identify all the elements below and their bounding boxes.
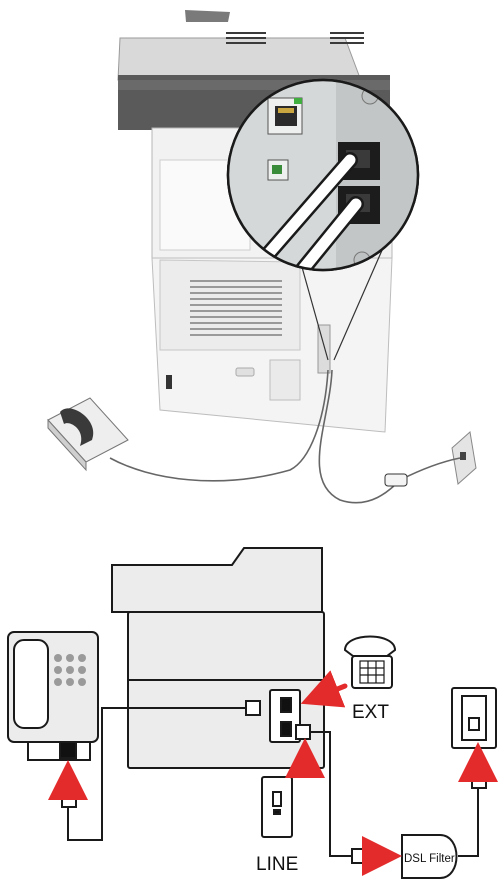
ext-label: EXT bbox=[352, 702, 389, 723]
connection-diagram bbox=[7, 547, 497, 879]
dsl-filter-label: DSL Filter bbox=[404, 853, 455, 865]
arrow-ext-to-port bbox=[300, 670, 348, 708]
line-label: LINE bbox=[256, 854, 298, 875]
printer-top bbox=[111, 547, 323, 613]
dsl-filter-photo bbox=[384, 473, 408, 487]
wall-jack-photo bbox=[451, 431, 477, 485]
connection-arrows bbox=[48, 670, 498, 876]
telephone-photo bbox=[47, 397, 129, 472]
port-zoom-inset bbox=[226, 78, 420, 272]
phone-cable bbox=[109, 369, 329, 482]
line-cable bbox=[318, 369, 401, 504]
